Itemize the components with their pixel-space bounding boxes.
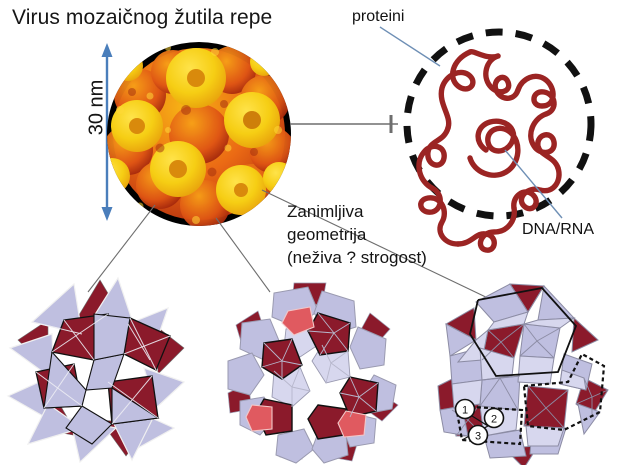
geometry-line-1: Zanimljiva	[287, 202, 364, 221]
scale-bar-label: 30 nm	[85, 79, 108, 136]
virus-particle	[107, 42, 291, 226]
page-title: Virus mozaičnog žutila repe	[12, 6, 273, 29]
pentagonal-hexagonal-capsomer-model	[227, 282, 399, 464]
icosahedral-triangulation-model	[437, 283, 609, 465]
callout-3-label: 3	[475, 431, 481, 443]
geometry-line-2: geometrija	[287, 225, 367, 244]
proteins-label: proteini	[352, 8, 405, 25]
scale-arrow	[101, 43, 113, 221]
callout-1-label: 1	[462, 405, 468, 417]
geometry-line-3: (neživa ? strogost)	[287, 248, 427, 267]
pointer-lines	[87, 115, 493, 301]
capsid-schematic	[403, 28, 595, 253]
callout-2-label: 2	[491, 414, 497, 426]
label-leaders	[379, 26, 563, 219]
callout-badges: 1 2 3	[454, 398, 505, 446]
geometry-annotation: Zanimljiva geometrija (neživa ? strogost…	[287, 200, 427, 269]
stellated-icosahedron	[6, 276, 186, 464]
nucleic-acid-label: DNA/RNA	[522, 221, 595, 238]
